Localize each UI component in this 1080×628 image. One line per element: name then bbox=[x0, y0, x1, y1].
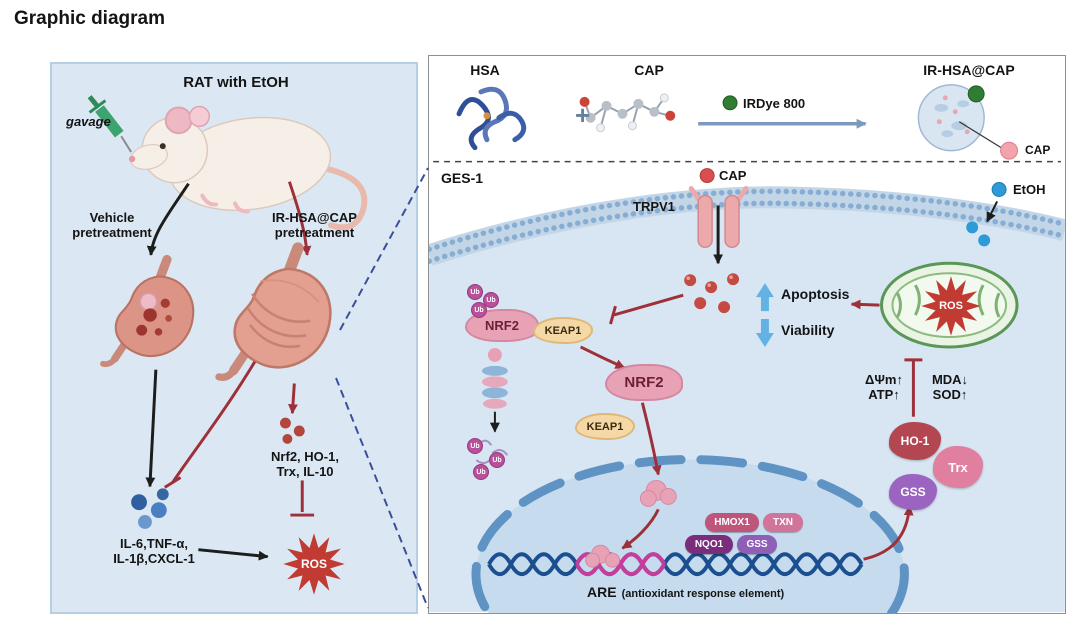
ubiquitin-dot: Ub bbox=[489, 452, 505, 468]
in-vitro-panel: HSA + CAP IRDye 800 IR-HSA@CAP CAP GES-1… bbox=[428, 55, 1066, 614]
nanoparticle-art bbox=[917, 84, 1019, 160]
ros-label-left: ROS bbox=[300, 557, 327, 571]
arrow-genes-to-proteins bbox=[863, 505, 914, 561]
irdye-label: IRDye 800 bbox=[743, 96, 806, 111]
mito-stats-left: ΔΨm↑ ATP↑ bbox=[865, 372, 903, 403]
trpv1-label: TRPV1 bbox=[633, 199, 675, 214]
etoh-dots-membrane bbox=[966, 221, 991, 247]
stomach-treated bbox=[215, 242, 332, 381]
plus-sign: + bbox=[575, 100, 591, 130]
nanoparticle-cap-dot bbox=[1000, 141, 1019, 160]
irdye-dot bbox=[722, 95, 738, 111]
in-vivo-art bbox=[87, 95, 368, 561]
arrow-vehicle-path bbox=[146, 182, 190, 256]
vehicle-pretreatment-label: Vehicle pretreatment bbox=[72, 210, 152, 241]
mito-stats-right: MDA↓ SOD↑ bbox=[931, 372, 969, 403]
ho1-protein-blob: HO-1 bbox=[889, 422, 941, 460]
in-vivo-title: RAT with EtOH bbox=[183, 74, 289, 91]
hsa-label: HSA bbox=[470, 62, 500, 78]
arrow-stomach-to-mediators bbox=[288, 383, 298, 415]
cytokine-dots bbox=[131, 488, 169, 529]
gss-protein-blob: GSS bbox=[889, 474, 937, 510]
inhibit-cytokines-line bbox=[171, 360, 257, 484]
gene-hmox1-pill: HMOX1 bbox=[705, 513, 759, 532]
cap-molecule-art bbox=[579, 93, 676, 133]
hsa-protein-art bbox=[456, 86, 527, 151]
protective-mediators-label: Nrf2, HO-1, Trx, IL-10 bbox=[271, 449, 339, 480]
arrow-nrf2-to-are bbox=[621, 508, 660, 550]
gavage-label: gavage bbox=[66, 114, 111, 129]
gss-label: GSS bbox=[900, 485, 926, 499]
mediator-dots bbox=[279, 417, 305, 444]
keap1-free-blob: KEAP1 bbox=[575, 413, 635, 440]
cell-line-label: GES-1 bbox=[441, 170, 484, 186]
cap-label-synthesis: CAP bbox=[634, 62, 664, 78]
trx-protein-blob: Trx bbox=[933, 446, 983, 488]
arrow-cytokines-to-ros bbox=[198, 548, 269, 561]
nrf2-free-label: NRF2 bbox=[624, 374, 664, 391]
nanoparticle-dye-dot bbox=[967, 85, 985, 103]
cytokines-label: IL-6,TNF-α, IL-1β,CXCL-1 bbox=[113, 536, 195, 567]
are-description: (antioxidant response element) bbox=[621, 588, 785, 600]
syringe-icon bbox=[87, 95, 132, 153]
trx-label: Trx bbox=[948, 459, 968, 475]
nrf2-free-blob: NRF2 bbox=[605, 364, 683, 401]
keap1-free-label: KEAP1 bbox=[586, 420, 624, 433]
nuclear-nrf2-blobs bbox=[585, 479, 677, 568]
in-vivo-panel: RAT with EtOH gavage Vehicle pretreatmen… bbox=[50, 62, 418, 614]
gene-txn-pill: TXN bbox=[763, 513, 803, 532]
ros-label-mito: ROS bbox=[939, 300, 963, 312]
ubiquitin-dot: Ub bbox=[473, 464, 489, 480]
inhibit-cytokines-bar bbox=[163, 476, 182, 489]
nrf2-complex-label: NRF2 bbox=[485, 318, 519, 333]
ubiquitin-dot: Ub bbox=[483, 292, 499, 308]
cap-dots-intracellular bbox=[684, 273, 740, 314]
trpv1-channel bbox=[688, 186, 749, 249]
inhibit-keap1-bar bbox=[609, 305, 617, 325]
etoh-dot bbox=[991, 182, 1007, 197]
arrow-treatment-path bbox=[287, 181, 312, 256]
ubiquitin-dot: Ub bbox=[467, 438, 483, 454]
stomach-diseased bbox=[100, 254, 195, 368]
viability-label: Viability bbox=[781, 322, 835, 338]
ubiquitin-dot: Ub bbox=[471, 302, 487, 318]
product-label: IR-HSA@CAP bbox=[923, 62, 1015, 78]
page-title: Graphic diagram bbox=[14, 8, 165, 29]
ubiquitin-dot: Ub bbox=[467, 284, 483, 300]
cap-label-cell: CAP bbox=[719, 168, 747, 183]
are-label: ARE bbox=[587, 584, 617, 600]
arrow-ros-to-fate bbox=[850, 299, 880, 310]
gene-nqo1-pill: NQO1 bbox=[685, 535, 733, 554]
keap1-complex-label: KEAP1 bbox=[544, 324, 582, 337]
etoh-label: EtOH bbox=[1013, 182, 1046, 197]
arrow-stomach-to-cytokines bbox=[145, 369, 158, 488]
cap-tag-label: CAP bbox=[1025, 143, 1051, 157]
arrow-nrf2-to-nucleus bbox=[640, 402, 662, 476]
ho1-label: HO-1 bbox=[900, 434, 930, 448]
are-caption: ARE (antioxidant response element) bbox=[587, 584, 784, 601]
gene-gss-pill: GSS bbox=[737, 535, 777, 554]
cap-dot-extracellular bbox=[699, 168, 715, 184]
proteasome-art bbox=[481, 347, 508, 409]
keap1-complex-blob: KEAP1 bbox=[533, 317, 593, 344]
plasma-membrane bbox=[429, 186, 1065, 266]
irhsacap-pretreatment-label: IR-HSA@CAP pretreatment bbox=[272, 210, 357, 241]
inhibit-keap1-line bbox=[613, 293, 684, 317]
apoptosis-label: Apoptosis bbox=[781, 286, 850, 302]
arrow-etoh-entry bbox=[986, 201, 998, 223]
